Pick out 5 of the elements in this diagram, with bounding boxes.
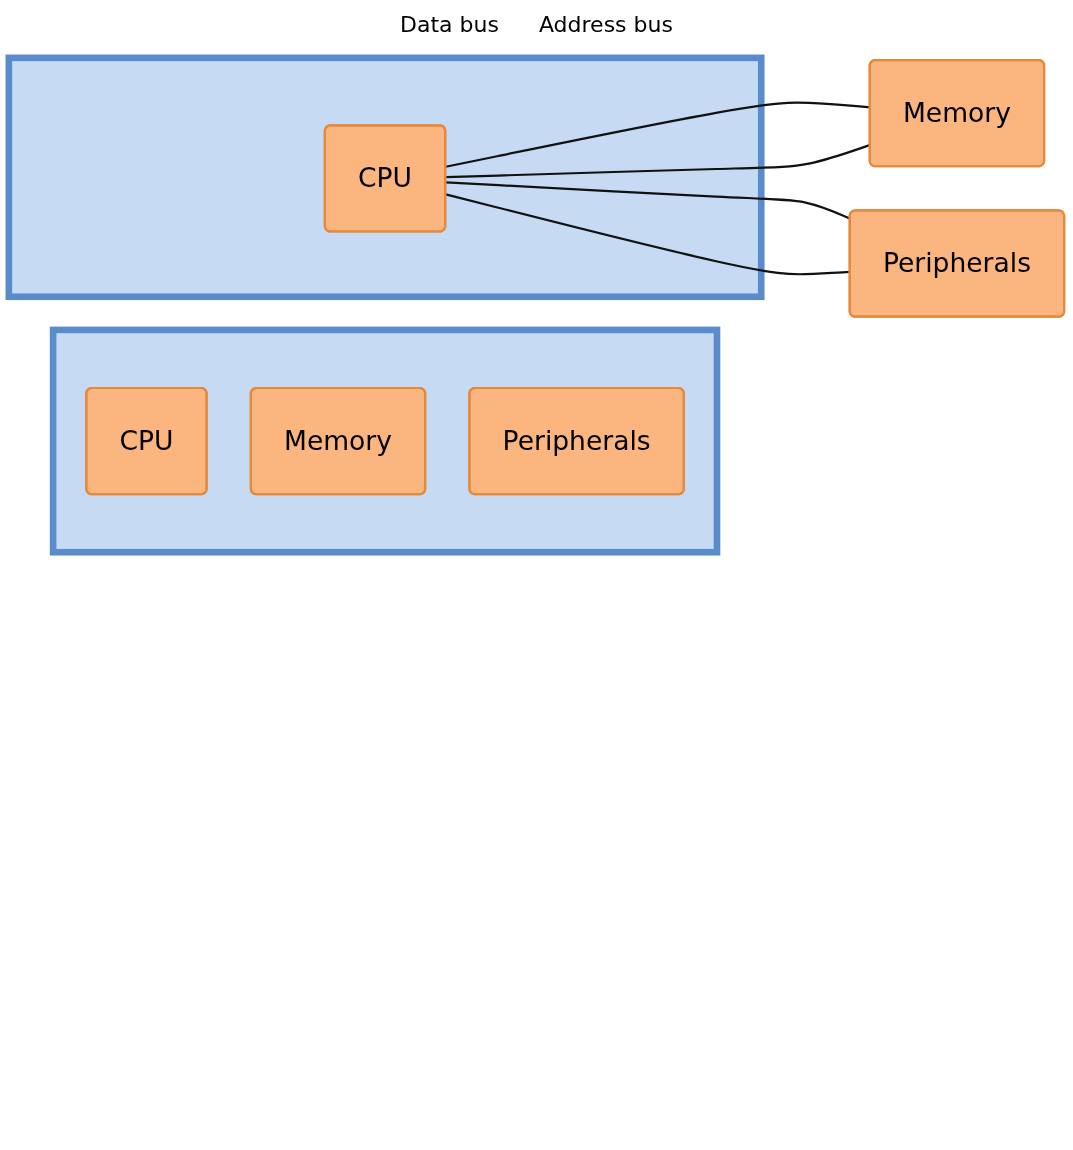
connector bbox=[445, 181, 851, 220]
bus-label: Data bus bbox=[400, 12, 499, 37]
cluster bbox=[49, 326, 721, 556]
bus-label: Address bus bbox=[538, 12, 673, 37]
cluster bbox=[5, 54, 765, 301]
